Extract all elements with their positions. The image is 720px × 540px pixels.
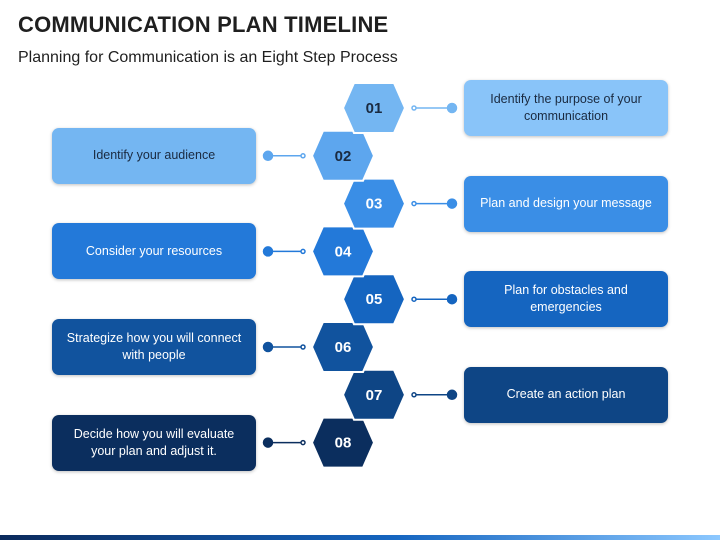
- connector-dot: [411, 200, 417, 207]
- hexagon-shape: [341, 177, 407, 230]
- connector-dot: [262, 341, 274, 353]
- connector-dot: [446, 102, 458, 114]
- step-hexagon-07: 07: [341, 368, 407, 421]
- step-hexagon-06: 06: [310, 321, 376, 373]
- step-label: Consider your resources: [85, 243, 223, 258]
- footer-accent-bar: [0, 535, 720, 540]
- connector-dot: [300, 248, 306, 255]
- step-number: 03: [366, 196, 383, 213]
- step-label: Create an action plan: [506, 387, 626, 402]
- step-label: Plan for obstacles and emergencies: [504, 283, 628, 315]
- step-hexagon-02: 02: [310, 129, 376, 182]
- step-number: 04: [335, 243, 352, 260]
- connector-dot: [300, 439, 306, 446]
- step-box-07: Create an action plan: [464, 366, 668, 423]
- step-hexagon-05: 05: [341, 273, 407, 326]
- step-label: Identify your audience: [92, 148, 216, 163]
- step-number: 06: [335, 339, 352, 356]
- step-number: 07: [366, 387, 383, 404]
- hexagon-shape: [341, 82, 407, 134]
- step-hexagon-03: 03: [341, 177, 407, 230]
- connector-dot: [446, 198, 458, 209]
- connector-dot: [262, 246, 274, 257]
- step-hexagon-01: 01: [341, 82, 407, 134]
- step-label: Strategize how you will connect with peo…: [66, 331, 242, 362]
- hexagon-chain: 08 07 06 05 04 03 02 01: [310, 82, 407, 469]
- page-subtitle: Planning for Communication is an Eight S…: [18, 49, 398, 66]
- step-hexagon-04: 04: [310, 225, 376, 278]
- connector-dot: [446, 293, 458, 305]
- connector-dot: [300, 344, 306, 350]
- step-box-08: Decide how you will evaluate your plan a…: [52, 414, 256, 471]
- step-number: 01: [366, 100, 383, 117]
- step-label: Identify the purpose of your communicati…: [490, 92, 642, 123]
- connector-dot: [446, 389, 458, 401]
- step-box-05: Plan for obstacles and emergencies: [464, 271, 668, 328]
- step-label: Plan and design your message: [480, 196, 652, 211]
- connector-dot: [262, 150, 274, 162]
- step-box-01: Identify the purpose of your communicati…: [464, 80, 668, 136]
- connector-dot: [411, 392, 417, 398]
- step-hexagon-08: 08: [310, 416, 376, 469]
- hexagon-shape: [341, 273, 407, 326]
- step-number: 02: [335, 148, 352, 165]
- connector-dot: [411, 296, 417, 302]
- connector-dot: [411, 105, 417, 111]
- hexagon-shape: [341, 368, 407, 421]
- connector-lines: [262, 102, 458, 448]
- step-number: 08: [335, 435, 352, 452]
- step-label: Decide how you will evaluate your plan a…: [73, 426, 235, 458]
- step-box-06: Strategize how you will connect with peo…: [52, 319, 256, 375]
- step-box-04: Consider your resources: [52, 223, 256, 280]
- connector-dot: [300, 153, 306, 159]
- page-title: COMMUNICATION PLAN TIMELINE: [18, 12, 389, 37]
- connector-dot: [262, 437, 274, 448]
- step-number: 05: [366, 291, 383, 308]
- step-box-03: Plan and design your message: [464, 175, 668, 232]
- step-box-02: Identify your audience: [52, 127, 256, 184]
